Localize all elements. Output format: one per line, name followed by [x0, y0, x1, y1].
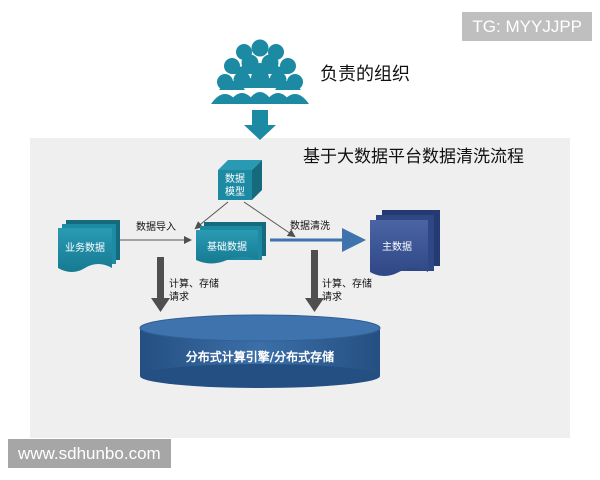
panel-title: 基于大数据平台数据清洗流程 [303, 147, 524, 167]
compute-left-label-line2: 请求 [169, 290, 189, 303]
compute-left-arrow [151, 257, 170, 312]
compute-right-label-line2: 请求 [322, 290, 342, 303]
master-data-stack: 主数据 [370, 210, 440, 276]
org-label: 负责的组织 [320, 64, 410, 85]
business-data-stack: 业务数据 [58, 220, 120, 272]
panel-background [30, 138, 570, 438]
data-model-cube: 数据 模型 [218, 160, 262, 200]
storage-label: 分布式计算引擎/分布式存储 [186, 349, 334, 364]
compute-right-arrow [305, 250, 324, 312]
watermark-top-right: TG: MYYJJPP [462, 12, 592, 41]
watermark-bottom-left: www.sdhunbo.com [8, 439, 171, 468]
cube-to-master-line [243, 201, 296, 238]
edge-import-label: 数据导入 [136, 220, 176, 233]
master-data-label: 主数据 [382, 240, 412, 253]
compute-right-label-line1: 计算、存储 [322, 277, 372, 290]
people-group-icon [211, 39, 309, 104]
base-data-stack: 基础数据 [196, 222, 266, 264]
business-data-label: 业务数据 [65, 241, 105, 254]
edge-clean-label: 数据清洗 [290, 219, 330, 232]
base-data-label: 基础数据 [207, 240, 247, 253]
data-model-label-line1: 数据 [225, 172, 245, 185]
storage-cylinder: 分布式计算引擎/分布式存储 [139, 314, 381, 388]
data-model-label-line2: 模型 [225, 185, 245, 198]
cube-to-base-line [194, 201, 229, 230]
org-down-arrow [244, 110, 276, 140]
compute-left-label-line1: 计算、存储 [169, 277, 219, 290]
